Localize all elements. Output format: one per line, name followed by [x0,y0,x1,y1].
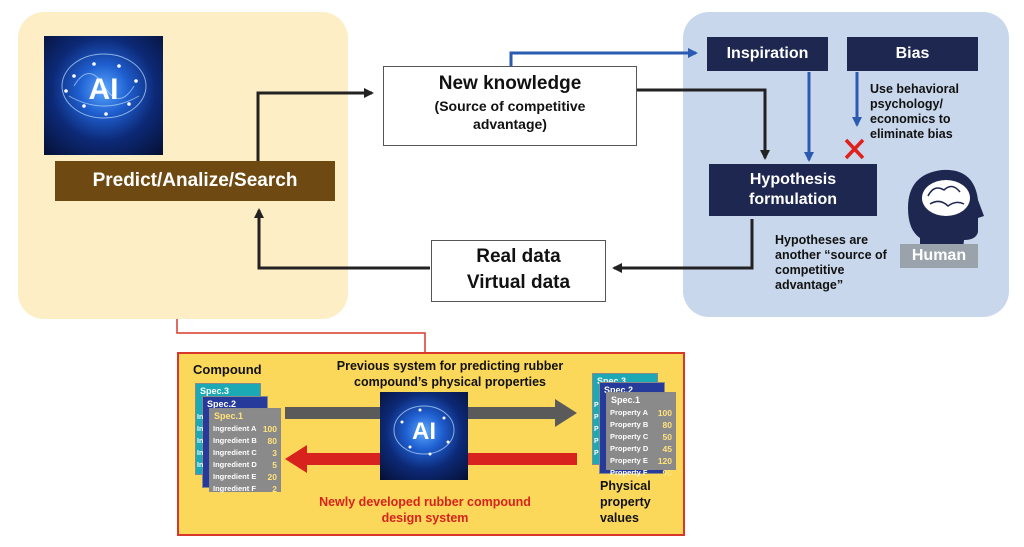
new-knowledge-box: New knowledge (Source of competitive adv… [383,66,637,146]
ingredient-row: Ingredient F 2 [210,483,280,495]
property-value: 80 [662,420,672,430]
ingredient-row: Ingredient C 3 [210,447,280,459]
bias-box: Bias [847,37,978,71]
ingredient-value: 80 [267,436,277,446]
property-value: 50 [662,432,672,442]
ai-brain-image: AI [44,36,163,155]
virtual-data-label: Virtual data [466,272,571,293]
connector-to-bottom [176,319,426,352]
property-value: 120 [657,456,672,466]
data-box: Real data Virtual data [431,240,606,302]
ingredient-value: 2 [272,484,277,494]
brain-network-icon [61,53,147,119]
ingredient-row: Ingredient D 5 [210,459,280,471]
ingredient-value: 20 [267,472,277,482]
ingredient-row: Ingredient B 80 [210,435,280,447]
ingredient-name: Ingredient F [213,484,256,493]
compound-card-spec3-title: Spec.3 [200,386,230,396]
predict-analize-search-bar: Predict/Analize/Search [55,161,335,201]
ai-label-bottom: AI [412,418,436,445]
ingredient-value: 100 [262,424,277,434]
block-x-icon [844,138,865,160]
ai-brain-image-bottom: AI [380,392,468,480]
ingredient-row: Ingredient E 20 [210,471,280,483]
arrow-knowledge-to-hypothesis [637,88,770,160]
real-data-label: Real data [476,246,561,267]
new-knowledge-title: New knowledge [438,73,582,94]
bias-note: Use behavioral psychology/ economics to … [870,82,959,141]
ingredient-value: 3 [272,448,277,458]
property-name: Property A [610,408,649,417]
property-name: Property F [610,468,648,477]
arrow-hypothesis-to-data [612,219,754,273]
brain-network-icon-bottom [393,405,455,456]
compound-card-spec1-title: Spec.1 [214,411,244,421]
inspiration-box: Inspiration [707,37,828,71]
new-knowledge-subtitle: (Source of competitive advantage) [434,98,586,132]
arrow-predict-to-knowledge [256,88,374,161]
property-value: 90 [662,468,672,478]
new-system-label: Newly developed rubber compound design s… [319,495,531,525]
ingredient-name: Ingredient C [213,448,257,457]
ingredient-row: Ingredient A 100 [210,423,280,435]
previous-system-label: Previous system for predicting rubber co… [336,359,564,389]
ingredient-name: Ingredient D [213,460,257,469]
property-row: Property E 120 [607,455,675,467]
arrow-data-to-predict [254,208,430,270]
compound-label: Compound [193,362,262,377]
ingredient-value: 5 [272,460,277,470]
property-row: Property C 50 [607,431,675,443]
property-value: 45 [662,444,672,454]
human-head-icon [908,169,984,258]
hypothesis-note: Hypotheses are another “source of compet… [775,233,887,292]
property-card-spec3-title: Spec.3 [597,376,627,386]
property-row: Property D 45 [607,443,675,455]
property-name: Property B [610,420,649,429]
property-card-spec1-title: Spec.1 [611,395,641,405]
arrow-knowledge-to-inspiration [509,48,698,66]
human-label: Human [900,244,978,268]
human-head-image [900,160,986,270]
property-name: Property C [610,432,649,441]
ingredient-name: Ingredient A [213,424,257,433]
property-row: Property B 80 [607,419,675,431]
ingredient-name: Ingredient E [213,472,257,481]
ingredient-name: Ingredient B [213,436,257,445]
ai-label: AI [88,73,119,106]
hypothesis-box: Hypothesis formulation [709,164,877,216]
property-row: Property F 90 [607,467,675,479]
property-card-spec2-title: Spec.2 [604,385,634,395]
property-name: Property D [610,444,649,453]
compound-card-spec2-title: Spec.2 [207,399,237,409]
property-row: Property A 100 [607,407,675,419]
physical-property-label: Physical property values [600,479,651,525]
property-value: 100 [657,408,672,418]
property-name: Property E [610,456,648,465]
